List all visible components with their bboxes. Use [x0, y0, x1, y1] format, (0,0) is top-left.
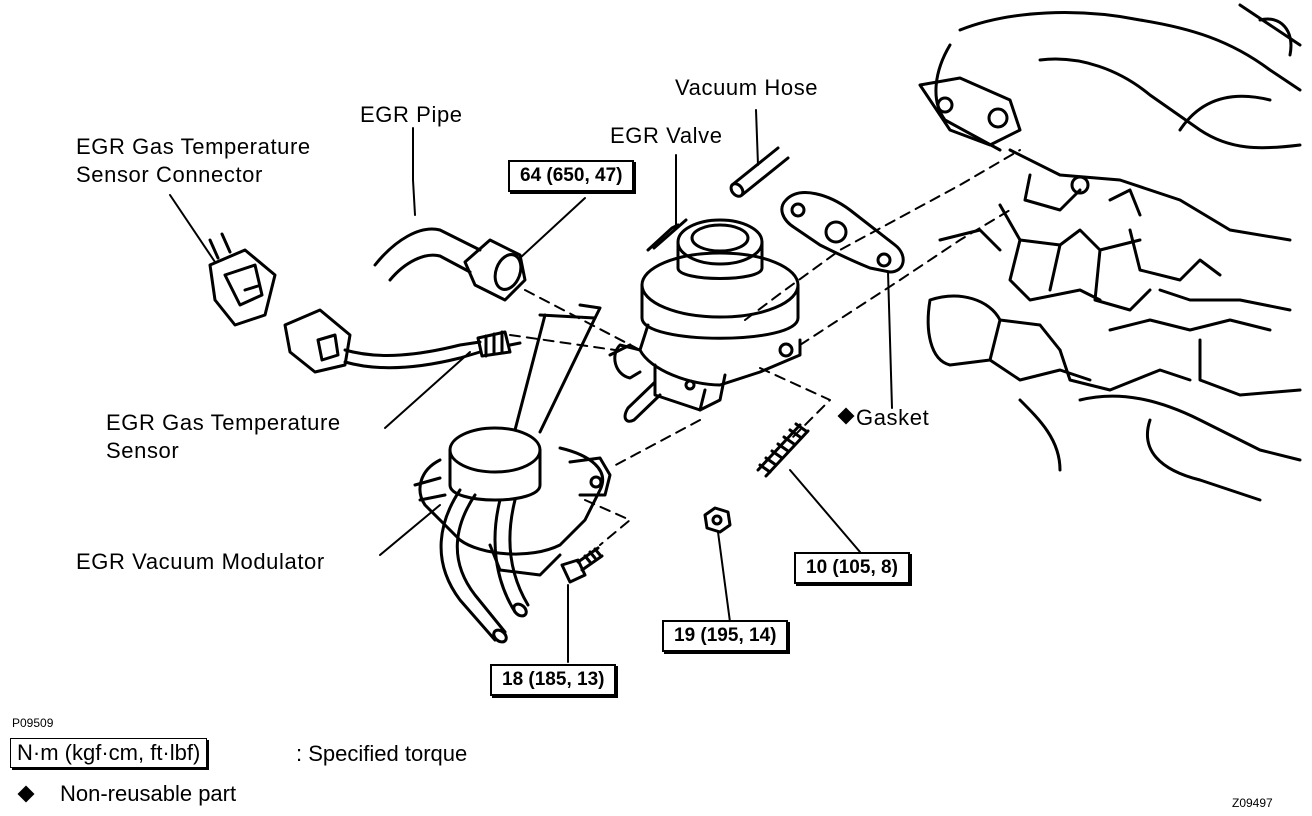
label-vacuum-modulator: EGR Vacuum Modulator	[76, 549, 325, 574]
label-sensor-connector-line1: EGR Gas Temperature	[76, 134, 311, 159]
torque-egr-pipe-nut: 64 (650, 47)	[508, 160, 635, 192]
bolt-drawing	[560, 546, 604, 584]
egr-pipe-drawing	[373, 227, 527, 302]
figure-code: P09509	[12, 716, 54, 730]
nut-drawing	[703, 506, 732, 534]
egr-valve-drawing	[608, 218, 802, 423]
torque-stud: 10 (105, 8)	[794, 552, 910, 584]
label-gasket: Gasket	[856, 405, 930, 430]
stud-drawing	[756, 422, 810, 478]
legend-torque-units: N·m (kgf·cm, ft·lbf)	[10, 738, 208, 768]
vacuum-modulator-drawing	[413, 303, 612, 644]
page-code: Z09497	[1232, 796, 1273, 810]
legend-nonreusable-desc: Non-reusable part	[60, 781, 237, 806]
vacuum-hose-drawing	[729, 146, 790, 198]
label-egr-valve: EGR Valve	[610, 123, 723, 148]
label-sensor-line2: Sensor	[106, 438, 180, 463]
label-egr-pipe: EGR Pipe	[360, 102, 463, 127]
torque-bolt: 18 (185, 13)	[490, 664, 617, 696]
leader-lines	[169, 109, 893, 663]
label-sensor-connector-line2: Sensor Connector	[76, 162, 263, 187]
label-sensor-line1: EGR Gas Temperature	[106, 410, 341, 435]
assembly-lines	[509, 149, 1021, 546]
gasket-drawing	[780, 191, 905, 274]
label-vacuum-hose: Vacuum Hose	[675, 75, 819, 100]
temperature-sensor-drawing	[208, 232, 522, 374]
legend-torque-desc: : Specified torque	[296, 741, 468, 766]
torque-nut: 19 (195, 14)	[662, 620, 789, 652]
intake-manifold-drawing	[918, 3, 1302, 502]
